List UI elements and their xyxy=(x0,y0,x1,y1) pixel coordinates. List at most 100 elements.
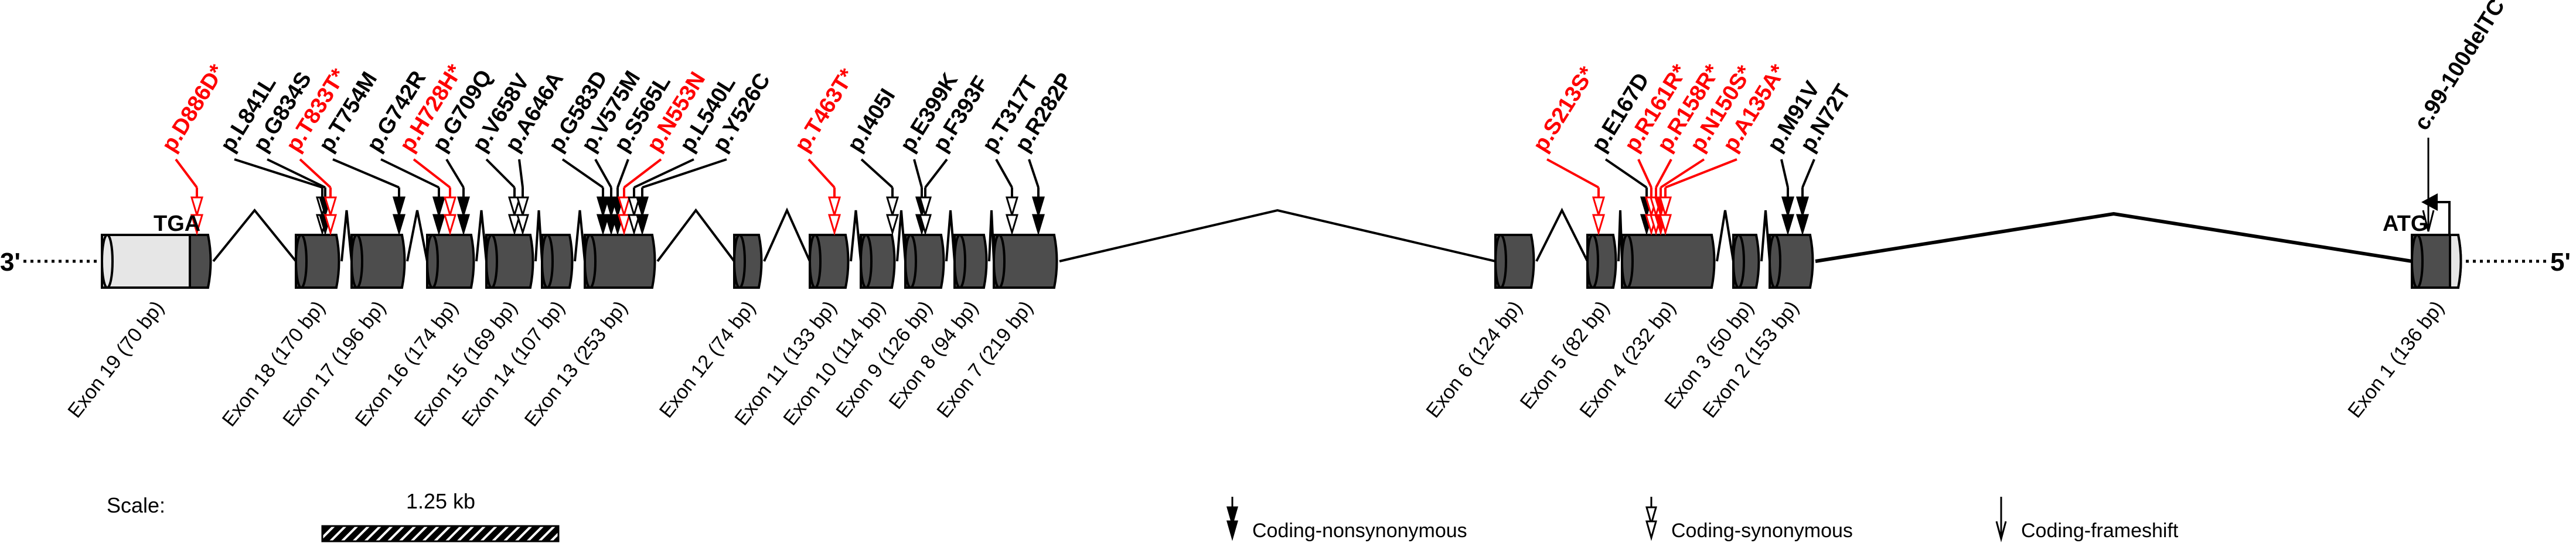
variant-connector xyxy=(234,158,323,189)
scale-value: 1.25 kb xyxy=(406,489,475,513)
variant-connector xyxy=(913,159,923,188)
variant-connector xyxy=(616,159,629,188)
variant-connector xyxy=(299,158,332,189)
intron-line xyxy=(1815,211,2413,263)
exon-label: Exon 18 (170 bp) xyxy=(218,297,330,431)
exon-17 xyxy=(350,234,406,289)
variant-connector xyxy=(1546,158,1599,189)
stop-codon-label: TGA xyxy=(154,211,200,236)
variant-connector xyxy=(561,158,604,189)
variant-connector xyxy=(1028,159,1040,188)
exon-12 xyxy=(733,234,763,289)
exon-13 xyxy=(584,234,656,289)
variant-connector xyxy=(642,158,727,189)
exon-18 xyxy=(295,234,340,289)
exon-9 xyxy=(904,234,945,289)
variant-connector xyxy=(445,158,465,189)
variants: p.D886D*p.L841Lp.G834Sp.T833T*p.T754Mp.G… xyxy=(157,0,2510,236)
legend-label: Coding-nonsynonymous xyxy=(1252,520,1467,542)
legend: Coding-nonsynonymous Coding-synonymous Cod… xyxy=(1226,497,2179,542)
legend-item-frameshift: Coding-frameshift xyxy=(1995,497,2179,542)
variant-connector xyxy=(413,158,451,189)
variant-connector xyxy=(1604,158,1648,189)
variant-label: p.I405I xyxy=(843,84,900,156)
exon-5 xyxy=(1586,234,1617,289)
exon-11 xyxy=(809,234,850,289)
variant-p-i405i: p.I405I xyxy=(843,84,900,236)
variant-connector xyxy=(1637,159,1652,188)
variant-c-99-100deltc: c.99-100delTC xyxy=(2410,0,2510,232)
exon-7 xyxy=(993,234,1058,289)
legend-item-nonsynonymous: Coding-nonsynonymous xyxy=(1226,497,1467,542)
exon-19 xyxy=(101,234,212,289)
five-prime-label: 5' xyxy=(2550,248,2571,276)
scale-label: Scale: xyxy=(107,493,165,517)
exon-15 xyxy=(485,234,534,289)
intron-line xyxy=(406,210,428,262)
variant-label: c.99-100delTC xyxy=(2410,0,2510,135)
exon-3 xyxy=(1732,234,1760,289)
scale-bar xyxy=(321,525,560,542)
intron-line xyxy=(1716,210,1735,262)
utr-region xyxy=(2449,234,2462,289)
variant-connector xyxy=(1780,159,1789,188)
intron-line xyxy=(212,208,297,262)
variant-connector xyxy=(175,158,198,189)
variant-connector xyxy=(267,158,326,189)
variant-p-t463t-: p.T463T* xyxy=(790,64,860,236)
exon-label: Exon 1 (136 bp) xyxy=(2343,297,2448,422)
intron-line xyxy=(574,210,586,262)
legend-item-synonymous: Coding-synonymous xyxy=(1645,497,1853,542)
variant-connector xyxy=(924,158,948,189)
exon-labels: Exon 19 (70 bp)Exon 18 (170 bp)Exon 17 (… xyxy=(63,297,2448,431)
variant-connector xyxy=(633,158,694,189)
exon-10 xyxy=(860,234,896,289)
variant-connector xyxy=(1801,159,1815,188)
exon-16 xyxy=(426,234,475,289)
variant-connector xyxy=(807,158,836,189)
variant-connector xyxy=(485,158,516,189)
exons xyxy=(101,234,2462,289)
start-arrow-icon xyxy=(2437,201,2451,235)
exon-14 xyxy=(541,234,574,289)
exon-label: Exon 6 (124 bp) xyxy=(1422,297,1526,422)
intron-line xyxy=(656,208,735,262)
exon-2 xyxy=(1769,234,1814,289)
exon-label: Exon 7 (219 bp) xyxy=(932,297,1037,422)
exon-8 xyxy=(953,234,988,289)
variant-connector xyxy=(1655,159,1672,188)
exon-4 xyxy=(1621,234,1716,289)
intron-line xyxy=(850,210,862,262)
variant-connector xyxy=(995,159,1013,188)
introns xyxy=(212,207,2413,263)
intron-line xyxy=(1059,209,1496,262)
intron-line xyxy=(1760,210,1771,262)
intron-line xyxy=(1535,207,1589,262)
intron-line xyxy=(475,210,488,262)
exon-6 xyxy=(1494,234,1535,289)
intron-line xyxy=(945,210,956,262)
variant-connector xyxy=(380,158,439,189)
variant-connector xyxy=(623,158,662,189)
variant-connector xyxy=(1660,158,1705,189)
exon-1 xyxy=(2411,234,2462,289)
exon-label: Exon 19 (70 bp) xyxy=(63,297,168,422)
three-prime-label: 3' xyxy=(0,248,21,276)
variant-p-s213s-: p.S213S* xyxy=(1528,62,1606,236)
variant-connector xyxy=(1665,158,1737,189)
intron-line xyxy=(340,210,353,262)
start-codon-label: ATG xyxy=(2383,211,2428,236)
variant-p-d886d-: p.D886D* xyxy=(157,60,230,236)
legend-label: Coding-synonymous xyxy=(1671,520,1853,542)
legend-label: Coding-frameshift xyxy=(2021,520,2179,542)
start-arrowhead-icon xyxy=(2421,193,2438,211)
variant-connector xyxy=(332,158,400,189)
variant-p-e399k: p.E399K xyxy=(895,69,963,236)
utr-region xyxy=(101,234,191,289)
variant-connector xyxy=(860,158,894,189)
variant-connector xyxy=(594,159,612,188)
variant-connector xyxy=(518,159,524,188)
intron-line xyxy=(896,210,907,262)
intron-line xyxy=(763,207,811,262)
